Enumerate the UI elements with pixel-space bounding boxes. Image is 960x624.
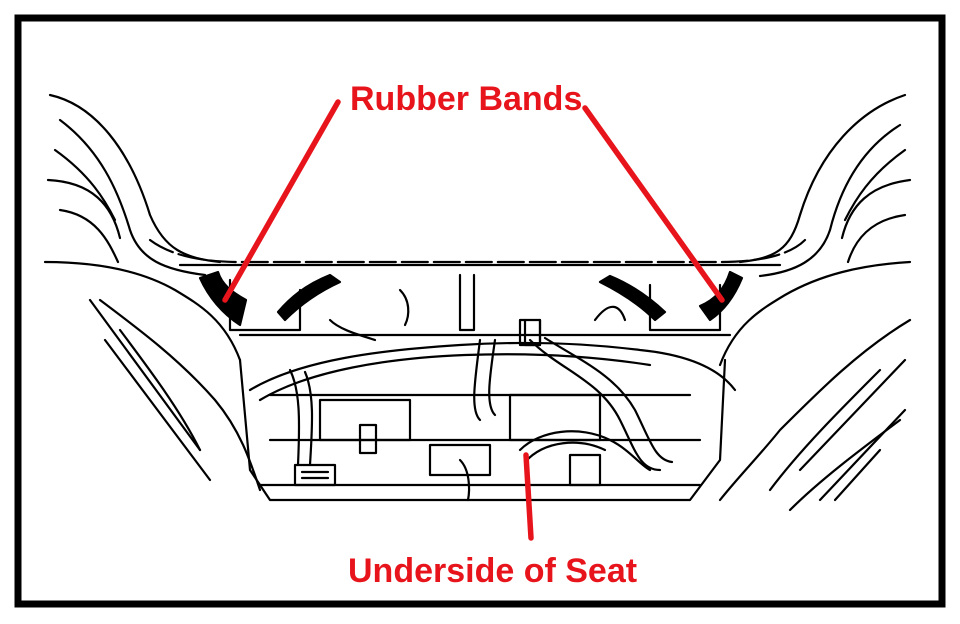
seat-line-art	[43, 93, 912, 512]
tray-block-3	[428, 443, 492, 477]
rubber-band-right	[598, 274, 667, 322]
hatch-right-3	[833, 448, 882, 502]
right-fold-6	[718, 318, 912, 502]
left-fold-3	[46, 178, 122, 240]
hatch-left-1	[88, 298, 202, 452]
wire-13	[398, 288, 410, 327]
left-fold-1	[48, 93, 222, 264]
seat-tray-outline	[238, 358, 727, 502]
hatch-right-1	[798, 358, 907, 472]
tray-block-1	[318, 398, 412, 442]
frame-post	[458, 273, 476, 332]
left-fold-8	[53, 148, 117, 222]
wire-1	[248, 341, 737, 392]
left-fold-2	[58, 118, 207, 277]
connector-pins	[300, 470, 330, 480]
wire-11	[593, 305, 627, 322]
right-fold-7	[768, 368, 882, 492]
wire-3	[288, 368, 301, 467]
rubber-bands-label: Rubber Bands	[350, 80, 583, 118]
right-fold-9	[843, 148, 907, 222]
left-fold-7	[118, 328, 202, 452]
left-fold-4	[58, 208, 120, 264]
wire-clip	[518, 318, 542, 347]
right-fold-4	[846, 213, 907, 264]
wire-12	[458, 458, 471, 502]
wire-6	[488, 338, 497, 417]
wire-8	[543, 336, 674, 464]
wire-5	[473, 338, 482, 422]
wire-14	[328, 318, 377, 342]
frame-border	[14, 14, 946, 608]
wire-10	[523, 441, 607, 464]
right-fold-2	[758, 123, 902, 278]
wire-7	[528, 338, 662, 472]
wire-2	[258, 353, 652, 402]
tray-block-2	[508, 393, 602, 442]
leader-lines	[222, 99, 725, 541]
leader-rubber-band-left	[222, 99, 341, 303]
connector-box-left	[293, 463, 337, 487]
leader-underside-of-seat	[523, 452, 534, 541]
wire-9	[518, 430, 652, 472]
hatch-left-2	[103, 338, 212, 482]
leader-rubber-band-right	[582, 105, 725, 303]
hatch-right-2	[818, 408, 907, 502]
right-fold-5	[718, 260, 912, 367]
right-fold-1	[738, 93, 907, 264]
underside-of-seat-label: Underside of Seat	[348, 552, 638, 590]
wire-4	[303, 370, 314, 467]
seat-top-edge	[148, 238, 807, 264]
connector-box-right	[568, 453, 602, 487]
left-fold-6	[98, 298, 262, 492]
rubber-band-left-2	[276, 273, 342, 322]
right-fold-3	[840, 178, 912, 240]
left-fold-5	[43, 260, 242, 362]
